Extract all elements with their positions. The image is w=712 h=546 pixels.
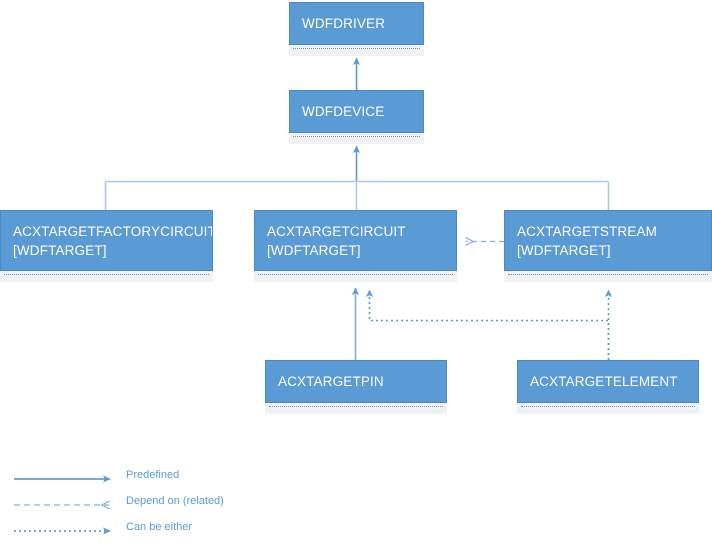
legend-label-depend-on: Depend on (related) xyxy=(126,495,224,507)
node-wdfdevice-box[interactable]: WDFDEVICE xyxy=(289,90,424,133)
node-acxtargetfactorycircuit-label: ACXTARGETFACTORYCIRCUIT xyxy=(13,224,213,239)
node-acxtargetfactorycircuit[interactable]: ACXTARGETFACTORYCIRCUIT [WDFTARGET] xyxy=(0,210,213,282)
node-wdfdevice-anchor-rule xyxy=(293,136,420,137)
legend-swatch-dashed-arrow-icon xyxy=(14,498,119,512)
node-acxtargetelement-box[interactable]: ACXTARGETELEMENT xyxy=(517,360,699,403)
node-acxtargetelement-label: ACXTARGETELEMENT xyxy=(530,374,678,389)
node-acxtargetfactorycircuit-anchor xyxy=(0,271,213,282)
node-wdfdriver[interactable]: WDFDRIVER xyxy=(289,2,424,56)
node-wdfdriver-box[interactable]: WDFDRIVER xyxy=(289,2,424,45)
node-acxtargetpin-box[interactable]: ACXTARGETPIN xyxy=(265,360,447,403)
node-wdfdevice-anchor xyxy=(289,133,424,144)
legend-item-predefined: Predefined xyxy=(0,469,300,494)
node-wdfdriver-anchor-rule xyxy=(293,48,420,49)
legend-swatch-dotted-arrow-icon xyxy=(14,527,111,535)
node-acxtargetstream-box[interactable]: ACXTARGETSTREAM [WDFTARGET] xyxy=(504,210,712,271)
node-acxtargetpin-label: ACXTARGETPIN xyxy=(278,374,384,389)
node-acxtargetstream-anchor xyxy=(504,271,712,282)
node-wdfdriver-label: WDFDRIVER xyxy=(302,16,386,31)
legend-label-predefined: Predefined xyxy=(126,469,180,481)
node-acxtargetstream-anchor-rule xyxy=(508,274,708,275)
node-acxtargetcircuit-anchor-rule xyxy=(258,274,453,275)
node-acxtargetpin-anchor-rule xyxy=(269,406,443,407)
node-acxtargetstream-type: [WDFTARGET] xyxy=(517,243,611,259)
node-acxtargetelement-anchor xyxy=(517,403,699,414)
node-acxtargetstream[interactable]: ACXTARGETSTREAM [WDFTARGET] xyxy=(504,210,712,282)
node-acxtargetcircuit[interactable]: ACXTARGETCIRCUIT [WDFTARGET] xyxy=(254,210,457,282)
node-acxtargetstream-label: ACXTARGETSTREAM xyxy=(517,224,658,239)
node-acxtargetcircuit-anchor xyxy=(254,271,457,282)
edge-middlerow-to-wdfdevice xyxy=(104,145,610,210)
node-wdfdevice[interactable]: WDFDEVICE xyxy=(289,90,424,144)
node-acxtargetfactorycircuit-type: [WDFTARGET] xyxy=(13,243,107,259)
node-acxtargetcircuit-type: [WDFTARGET] xyxy=(267,243,361,259)
legend-item-depend-on: Depend on (related) xyxy=(0,495,300,520)
legend-label-can-be-either: Can be either xyxy=(126,521,193,533)
legend-swatch-solid-arrow-icon xyxy=(14,475,111,483)
legend: Predefined Depend on (related) Can be ei… xyxy=(0,465,300,541)
node-wdfdriver-anchor xyxy=(289,45,424,56)
node-acxtargetfactorycircuit-box[interactable]: ACXTARGETFACTORYCIRCUIT [WDFTARGET] xyxy=(0,210,213,271)
node-acxtargetcircuit-box[interactable]: ACXTARGETCIRCUIT [WDFTARGET] xyxy=(254,210,457,271)
node-acxtargetpin-anchor xyxy=(265,403,447,414)
node-acxtargetelement-anchor-rule xyxy=(521,406,695,407)
legend-item-can-be-either: Can be either xyxy=(0,521,300,546)
node-acxtargetfactorycircuit-anchor-rule xyxy=(4,274,209,275)
edge-acxtargetelement-to-acxtargetcircuit xyxy=(365,289,610,360)
node-acxtargetcircuit-label: ACXTARGETCIRCUIT xyxy=(267,224,406,239)
node-wdfdevice-label: WDFDEVICE xyxy=(302,104,385,119)
node-acxtargetelement[interactable]: ACXTARGETELEMENT xyxy=(517,360,699,414)
node-acxtargetpin[interactable]: ACXTARGETPIN xyxy=(265,360,447,414)
